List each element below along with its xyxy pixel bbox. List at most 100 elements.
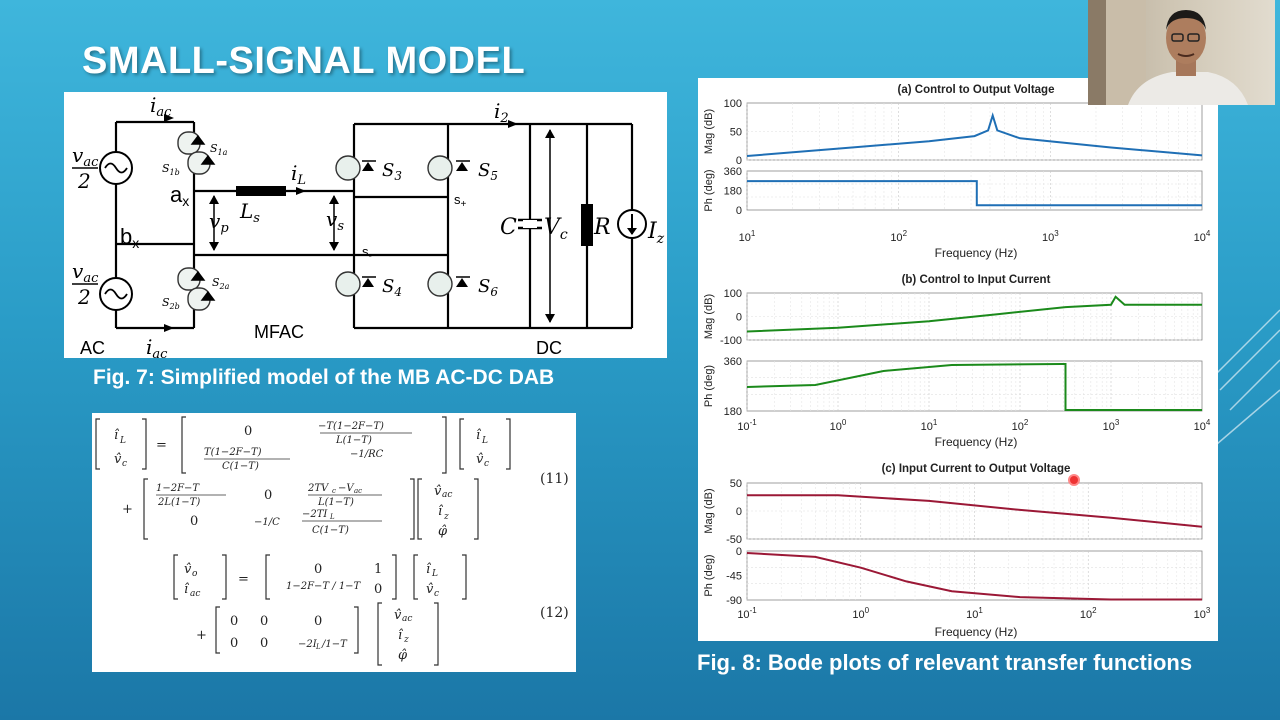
label-iac-top: iac: [150, 93, 172, 120]
bode-axes-p-0: [746, 170, 1203, 211]
svg-text:−2TI: −2TI: [302, 509, 328, 520]
label-mfac: MFAC: [254, 322, 304, 342]
bode-phase-curve-1: [746, 363, 1202, 411]
mag-tick-label: 0: [736, 312, 742, 324]
phase-tick-label: 180: [724, 406, 742, 418]
frequency-tick-label: 104: [1194, 418, 1211, 433]
svg-text:0: 0: [260, 614, 268, 629]
svg-text:−2I: −2I: [298, 639, 318, 650]
bode-axes-p-1: [746, 360, 1203, 412]
svg-text:î: î: [398, 628, 404, 643]
phase-tick-label: 360: [724, 356, 742, 368]
svg-text:=: =: [238, 572, 249, 587]
svg-text:−V: −V: [338, 483, 355, 494]
label-s6: S6: [478, 276, 498, 299]
figure-7-caption: Fig. 7: Simplified model of the MB AC-DC…: [93, 366, 555, 389]
svg-text:0: 0: [230, 636, 238, 651]
svg-text:z: z: [443, 512, 449, 522]
svg-text:L: L: [481, 436, 488, 446]
mosfet-s5: [427, 155, 470, 181]
svg-text:c: c: [484, 459, 489, 469]
label-iac-bottom: iac: [146, 335, 168, 358]
svg-text:L(1−T): L(1−T): [335, 435, 372, 446]
frequency-tick-label: 10-1: [737, 418, 757, 433]
svg-text:L: L: [119, 436, 126, 446]
equation-11-number: (11): [540, 471, 569, 487]
label-R: R: [593, 215, 611, 240]
svg-text:+: +: [196, 628, 207, 643]
frequency-tick-label: 101: [966, 606, 983, 621]
mag-tick-label: 50: [730, 478, 742, 490]
phase-axis-label: Ph (deg): [703, 365, 715, 407]
svg-text:v̂: v̂: [114, 452, 122, 467]
frequency-tick-label: 100: [852, 606, 869, 621]
svg-text:−T(1−2F−T): −T(1−2F−T): [318, 421, 384, 432]
slide-title: SMALL-SIGNAL MODEL: [82, 40, 526, 82]
svg-text:1: 1: [374, 562, 382, 577]
mag-axis-label: Mag (dB): [703, 294, 715, 339]
mag-tick-label: -50: [726, 534, 742, 546]
svg-text:v̂: v̂: [184, 562, 192, 577]
frequency-axis-label: Frequency (Hz): [935, 625, 1018, 639]
svg-text:z: z: [403, 635, 409, 645]
svg-text:2TV: 2TV: [307, 483, 330, 494]
phase-tick-label: -90: [726, 595, 742, 607]
presenter-webcam: [1088, 0, 1275, 105]
svg-text:ac: ac: [190, 589, 200, 599]
bidirectional-switch-top: [177, 131, 216, 175]
frequency-tick-label: 101: [739, 229, 756, 244]
presenter-video: [1088, 0, 1248, 105]
label-s4: S4: [382, 276, 402, 299]
phase-axis-label: Ph (deg): [703, 169, 715, 211]
label-vs: vs: [326, 207, 344, 234]
label-ac-side: AC: [80, 338, 105, 358]
frequency-axis-label: Frequency (Hz): [935, 435, 1018, 449]
bode-magnitude-curve-0: [746, 112, 1203, 157]
svg-text:î: î: [426, 562, 432, 577]
svg-text:î: î: [184, 582, 190, 597]
label-i2: i2: [494, 99, 509, 126]
frequency-tick-label: 104: [1194, 229, 1211, 244]
bode-magnitude-curve-2: [747, 494, 1203, 528]
phase-tick-label: 0: [736, 205, 742, 217]
frequency-tick-label: 102: [1012, 418, 1029, 433]
bode-phase-curve-0: [747, 180, 1202, 207]
label-vac-bottom: vac: [72, 259, 99, 286]
svg-text:L: L: [315, 643, 321, 651]
svg-text:0: 0: [260, 636, 268, 651]
mag-tick-label: 50: [730, 127, 742, 139]
svg-text:/1−T: /1−T: [321, 639, 348, 650]
label-s-plus: s+: [454, 192, 467, 210]
svg-text:î: î: [438, 504, 444, 519]
bode-magnitude-curve-1: [746, 295, 1202, 333]
phase-axis-label: Ph (deg): [703, 554, 715, 596]
bode-title-1: (b) Control to Input Current: [902, 274, 1051, 286]
svg-text:−1/C: −1/C: [254, 517, 280, 528]
label-s1b: S1b: [162, 162, 180, 177]
frequency-tick-label: 102: [1080, 606, 1097, 621]
mosfet-s3: [335, 155, 376, 181]
bode-title-2: (c) Input Current to Output Voltage: [882, 463, 1071, 475]
mosfet-s6: [427, 271, 470, 297]
frequency-tick-label: 103: [1103, 418, 1120, 433]
label-iL: iL: [291, 161, 306, 188]
svg-text:φ̂: φ̂: [398, 648, 408, 663]
svg-text:0: 0: [264, 488, 272, 503]
svg-text:0: 0: [314, 614, 322, 629]
label-ax: ax: [170, 182, 189, 209]
bode-phase-curve-2: [746, 552, 1202, 601]
mag-axis-label: Mag (dB): [703, 109, 715, 154]
laser-pointer-dot: [1068, 474, 1080, 486]
svg-text:L: L: [431, 569, 438, 579]
label-Ls: Ls: [239, 199, 260, 226]
circuit-schematic: iac vac 2 vac 2 ax bx iL Ls vp vs i2 S1a…: [72, 93, 665, 362]
bidirectional-switch-bottom: [177, 267, 216, 311]
frequency-tick-label: 10-1: [737, 606, 757, 621]
svg-text:v̂: v̂: [476, 452, 484, 467]
label-s-minus: s-: [362, 244, 372, 262]
label-bx: bx: [120, 224, 139, 251]
mag-tick-label: 0: [736, 506, 742, 518]
